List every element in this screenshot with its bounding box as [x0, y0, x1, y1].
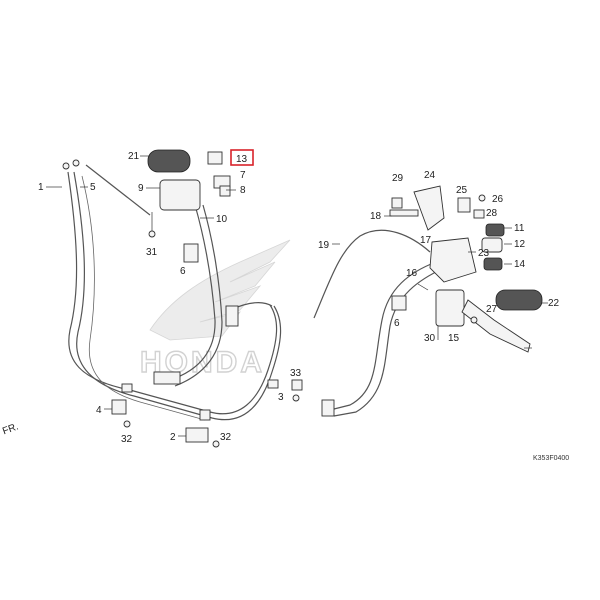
bracket-24 [413, 185, 445, 231]
part-13 [207, 151, 223, 165]
callout-16: 16 [406, 268, 418, 279]
clutch-cables [313, 229, 445, 417]
screw-32-center [212, 440, 220, 448]
switch-11 [485, 223, 505, 237]
clamp-4 [111, 399, 127, 415]
bolt-29 [391, 197, 403, 209]
callouts: 1 5 21 9 31 7 8 10 6 13 4 32 2 32 33 3 1… [38, 149, 560, 445]
callout-13: 13 [236, 154, 248, 165]
callout-2: 2 [170, 432, 176, 443]
cable-adjuster [225, 305, 239, 327]
callout-32-left: 32 [121, 434, 133, 445]
callout-23: 23 [478, 248, 490, 259]
cable-end-2 [72, 159, 80, 167]
callout-25: 25 [456, 185, 468, 196]
throttle-cables [62, 159, 282, 421]
part-25 [457, 197, 471, 213]
callout-17: 17 [420, 235, 432, 246]
cable-clamp-lower [199, 409, 211, 421]
screw-32-left [123, 420, 131, 428]
callout-1: 1 [38, 182, 44, 193]
cable-end-1 [62, 162, 70, 170]
callout-9: 9 [138, 183, 144, 194]
callout-3: 3 [278, 392, 284, 403]
leader-lines [46, 155, 548, 437]
screw-27 [470, 316, 478, 324]
throttle-grip-21 [147, 149, 191, 173]
callout-27: 27 [486, 304, 498, 315]
highlight-box-13 [230, 149, 254, 166]
screw-3 [292, 394, 300, 402]
callout-24: 24 [424, 170, 436, 181]
grip-22 [495, 289, 543, 311]
callout-15: 15 [448, 333, 460, 344]
clutch-cable-end [321, 399, 335, 417]
throttle-housing-9 [159, 179, 201, 211]
callout-6-right: 6 [394, 318, 400, 329]
callout-19: 19 [318, 240, 330, 251]
callout-10: 10 [216, 214, 228, 225]
cable-joint-block [153, 371, 181, 385]
callout-32-center: 32 [220, 432, 232, 443]
callout-28: 28 [486, 208, 498, 219]
switch-14 [483, 257, 503, 271]
throttle-assembly [147, 149, 231, 263]
washer-28 [473, 209, 485, 219]
bolt-33 [291, 379, 303, 391]
cable-clamp [121, 383, 133, 393]
callout-8: 8 [240, 185, 246, 196]
callout-21: 21 [128, 151, 140, 162]
callout-33: 33 [290, 368, 302, 379]
cable-clamp-right [267, 379, 279, 389]
callout-5: 5 [90, 182, 96, 193]
callout-30: 30 [424, 333, 436, 344]
clutch-lever-20 [461, 299, 531, 353]
clutch-lever-assembly [389, 185, 543, 353]
callout-29: 29 [392, 173, 404, 184]
callout-31: 31 [146, 247, 158, 258]
clamp-2 [185, 427, 209, 443]
drawing-code: K353F0400 [533, 455, 569, 462]
callout-6-left: 6 [180, 266, 186, 277]
pin-18 [389, 209, 419, 217]
callout-7: 7 [240, 170, 246, 181]
callout-12: 12 [514, 239, 526, 250]
switch-12 [481, 237, 503, 253]
callout-26: 26 [492, 194, 504, 205]
callout-11: 11 [514, 223, 525, 234]
callout-18: 18 [370, 211, 382, 222]
lever-holder-23 [429, 237, 477, 283]
switch-housing-15 [435, 289, 465, 327]
callout-14: 14 [514, 259, 526, 270]
part-6 [391, 295, 407, 311]
screw-26 [478, 194, 486, 202]
lower-left-parts [111, 379, 303, 448]
callout-4: 4 [96, 405, 102, 416]
callout-22: 22 [548, 298, 560, 309]
cable-guide-10 [183, 243, 199, 263]
direction-mark: FR. [1, 421, 20, 437]
screw-8 [219, 185, 231, 197]
